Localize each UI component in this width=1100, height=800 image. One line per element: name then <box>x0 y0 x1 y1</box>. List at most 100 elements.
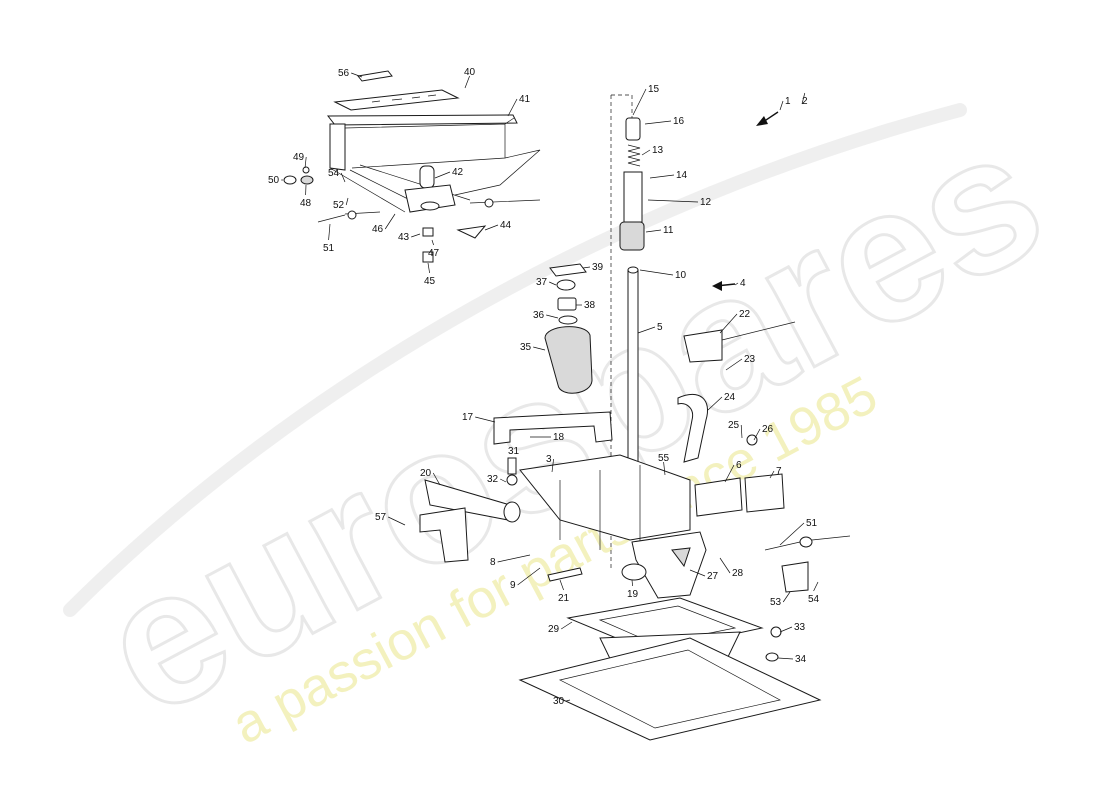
callout-45: 45 <box>424 276 436 287</box>
callout-38: 38 <box>584 300 596 311</box>
leader-17 <box>475 416 496 423</box>
callout-25: 25 <box>728 420 740 431</box>
bracket-53 <box>781 561 809 593</box>
base-plates-group <box>518 597 822 741</box>
leader-6 <box>724 464 735 483</box>
callout-13: 13 <box>652 145 664 156</box>
callout-41: 41 <box>519 94 531 105</box>
callout-4: 4 <box>740 278 746 289</box>
leader-57 <box>388 516 406 526</box>
callout-2: 2 <box>802 96 808 107</box>
leader-13 <box>641 149 651 156</box>
callout-42: 42 <box>452 167 464 178</box>
callout-44: 44 <box>500 220 512 231</box>
callout-54b: 54 <box>808 594 820 605</box>
callout-48: 48 <box>300 198 312 209</box>
callout-51a: 51 <box>323 243 335 254</box>
leader-36 <box>546 314 559 319</box>
leader-27 <box>689 569 706 577</box>
gate-plate-27 <box>631 531 707 599</box>
callout-30: 30 <box>553 696 565 707</box>
callout-16: 16 <box>673 116 685 127</box>
leader-55 <box>663 461 666 476</box>
plug-45 <box>422 251 434 263</box>
leader-52 <box>345 197 349 206</box>
callout-43: 43 <box>398 232 410 243</box>
callout-33: 33 <box>794 622 806 633</box>
leader-23 <box>725 358 743 371</box>
leader-10 <box>639 269 674 276</box>
leader-1 <box>779 100 784 111</box>
bracket-57 <box>419 507 469 563</box>
callout-20: 20 <box>420 468 432 479</box>
housing-side-left <box>329 123 346 171</box>
tag-piece <box>357 70 393 82</box>
leader-49 <box>304 156 307 169</box>
bushing-20 <box>503 501 521 523</box>
cable-end-left <box>347 210 357 220</box>
callout-9: 9 <box>510 580 516 591</box>
callout-27: 27 <box>707 571 719 582</box>
leader-2 <box>801 92 806 105</box>
base-plate-30 <box>518 637 822 741</box>
callout-47: 47 <box>428 248 440 259</box>
cable-end-right <box>484 198 494 208</box>
housing-frame <box>326 114 518 126</box>
leader-42 <box>434 171 451 179</box>
leader-lines <box>281 72 819 702</box>
selector-knob <box>419 165 435 189</box>
leader-11 <box>645 229 662 233</box>
callout-53: 53 <box>770 597 782 608</box>
callout-52: 52 <box>333 200 345 211</box>
shaft-top-button <box>625 117 641 141</box>
callout-36: 36 <box>533 310 545 321</box>
washer-49 <box>302 166 310 174</box>
leader-39 <box>582 266 591 269</box>
ring-37 <box>556 279 576 291</box>
leader-34 <box>777 657 794 660</box>
washer-26 <box>746 434 758 446</box>
leader-45 <box>427 262 430 274</box>
callout-14: 14 <box>676 170 688 181</box>
collar-11 <box>619 221 645 251</box>
callout-40: 40 <box>464 67 476 78</box>
gate-slot <box>671 547 691 568</box>
leader-47 <box>431 239 434 246</box>
shaft-5 <box>627 269 639 471</box>
callout-55: 55 <box>658 453 670 464</box>
callout-28: 28 <box>732 568 744 579</box>
leader-41 <box>507 98 518 117</box>
spacer-38 <box>557 297 577 311</box>
callout-5: 5 <box>657 322 663 333</box>
leader-19 <box>631 579 633 587</box>
callout-15: 15 <box>648 84 660 95</box>
leader-51a <box>328 223 331 241</box>
rod-21 <box>547 567 583 582</box>
leader-22 <box>719 313 738 334</box>
plate-markings <box>371 94 437 103</box>
bolt-33 <box>770 626 782 638</box>
leader-40 <box>464 75 470 89</box>
selector-base <box>404 184 456 213</box>
callout-31: 31 <box>508 446 520 457</box>
leader-25 <box>740 424 743 439</box>
callout-46: 46 <box>372 224 384 235</box>
callout-49: 49 <box>293 152 305 163</box>
plate-6 <box>694 477 743 517</box>
leader-44 <box>484 224 499 231</box>
leader-37 <box>549 281 557 286</box>
bracket-17 <box>493 411 613 445</box>
plate-7 <box>744 473 785 513</box>
cross-member <box>559 465 641 550</box>
callout-24: 24 <box>724 392 736 403</box>
callout-10: 10 <box>675 270 687 281</box>
leader-8 <box>497 554 531 563</box>
leader-51b <box>779 522 805 546</box>
leader-5 <box>637 326 656 334</box>
lever-shaft-group <box>544 94 645 570</box>
callout-57: 57 <box>375 512 387 523</box>
arrow-4-head <box>712 281 722 291</box>
leader-26 <box>753 428 761 441</box>
shaft-top-10 <box>627 266 639 274</box>
